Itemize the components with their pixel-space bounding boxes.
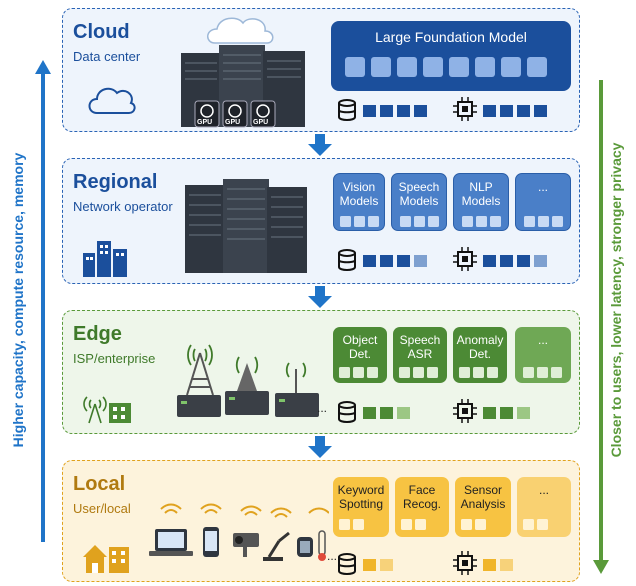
model-label: Speech Models	[398, 180, 440, 208]
storage-bar	[363, 407, 433, 419]
compute-bar	[483, 105, 553, 117]
tier-subtitle: Network operator	[73, 199, 173, 214]
model-box-more: ...	[515, 327, 571, 383]
compute-bar	[483, 407, 553, 419]
model-box-object-det: Object Det.	[333, 327, 387, 383]
model-label: Face Recog.	[402, 483, 442, 511]
base-station-icon	[173, 333, 333, 427]
chip-icon	[453, 247, 477, 271]
model-box-nlp: NLP Models	[453, 173, 509, 231]
down-arrow-1	[308, 134, 332, 156]
left-axis-label: Higher capacity, compute resource, memor…	[10, 152, 26, 448]
down-arrow-3	[308, 436, 332, 458]
model-box-speech: Speech Models	[391, 173, 447, 231]
model-label: ...	[537, 180, 548, 194]
model-label: Vision Models	[339, 180, 379, 208]
model-box-keyword-spotting: Keyword Spotting	[333, 477, 389, 537]
local-tier: Local User/local ... Keyword Spotting Fa…	[62, 460, 580, 582]
right-axis-label: Closer to users, lower latency, stronger…	[608, 142, 624, 458]
tier-title: Edge	[73, 323, 122, 345]
tier-title: Cloud	[73, 21, 130, 43]
chip-icon	[453, 97, 477, 121]
model-box-face-recog: Face Recog.	[395, 477, 449, 537]
tier-subtitle: Data center	[73, 49, 141, 64]
tier-title: Local	[73, 473, 126, 495]
server-rack-icon	[181, 179, 311, 277]
right-axis-arrow	[592, 80, 610, 574]
down-arrow-2	[308, 286, 332, 308]
buildings-icon	[81, 237, 131, 279]
storage-bar	[363, 559, 403, 571]
chip-icon	[453, 551, 477, 575]
chip-icon	[453, 399, 477, 423]
gpu-label-2: GPU	[225, 119, 241, 126]
edge-tier: Edge ISP/enterprise ... Object Det. Spee…	[62, 310, 580, 434]
server-cluster-icon	[175, 15, 325, 133]
compute-bar	[483, 559, 523, 571]
model-box-sensor-analysis: Sensor Analysis	[455, 477, 511, 537]
model-box-more: ...	[515, 173, 571, 231]
cloud-icon	[85, 83, 137, 117]
model-box-large-foundation: Large Foundation Model	[331, 21, 571, 91]
model-label: Sensor Analysis	[460, 483, 506, 511]
model-label: ...	[538, 483, 549, 497]
tier-title: Regional	[73, 171, 158, 193]
local-ellipsis: ...	[327, 549, 338, 563]
tier-subtitle: User/local	[73, 501, 131, 516]
model-label: ...	[537, 333, 548, 347]
database-icon	[337, 553, 357, 575]
antenna-building-icon	[83, 389, 135, 425]
model-label: Object Det.	[342, 333, 378, 361]
cloud-tier: Cloud Data center GPU GPU GPU Large Foun…	[62, 8, 580, 132]
model-box-vision: Vision Models	[333, 173, 385, 231]
left-axis-arrow	[34, 60, 52, 542]
model-box-more: ...	[517, 477, 571, 537]
model-label: NLP Models	[461, 180, 501, 208]
database-icon	[337, 99, 357, 121]
model-label: Large Foundation Model	[375, 29, 527, 45]
model-label: Keyword Spotting	[337, 483, 385, 511]
regional-tier: Regional Network operator Vision Models …	[62, 158, 580, 284]
edge-ellipsis: ...	[317, 401, 328, 415]
tier-subtitle: ISP/enterprise	[73, 351, 156, 366]
storage-bar	[363, 255, 433, 267]
local-devices-icon	[149, 501, 329, 579]
home-icon	[81, 541, 131, 575]
model-box-speech-asr: Speech ASR	[393, 327, 447, 383]
model-box-anomaly-det: Anomaly Det.	[453, 327, 507, 383]
gpu-label-1: GPU	[197, 119, 213, 126]
database-icon	[337, 249, 357, 271]
database-icon	[337, 401, 357, 423]
storage-bar	[363, 105, 433, 117]
compute-bar	[483, 255, 553, 267]
model-blocks	[345, 57, 559, 79]
model-label: Speech ASR	[399, 333, 441, 361]
model-label: Anomaly Det.	[456, 333, 504, 361]
gpu-label-3: GPU	[253, 119, 269, 126]
